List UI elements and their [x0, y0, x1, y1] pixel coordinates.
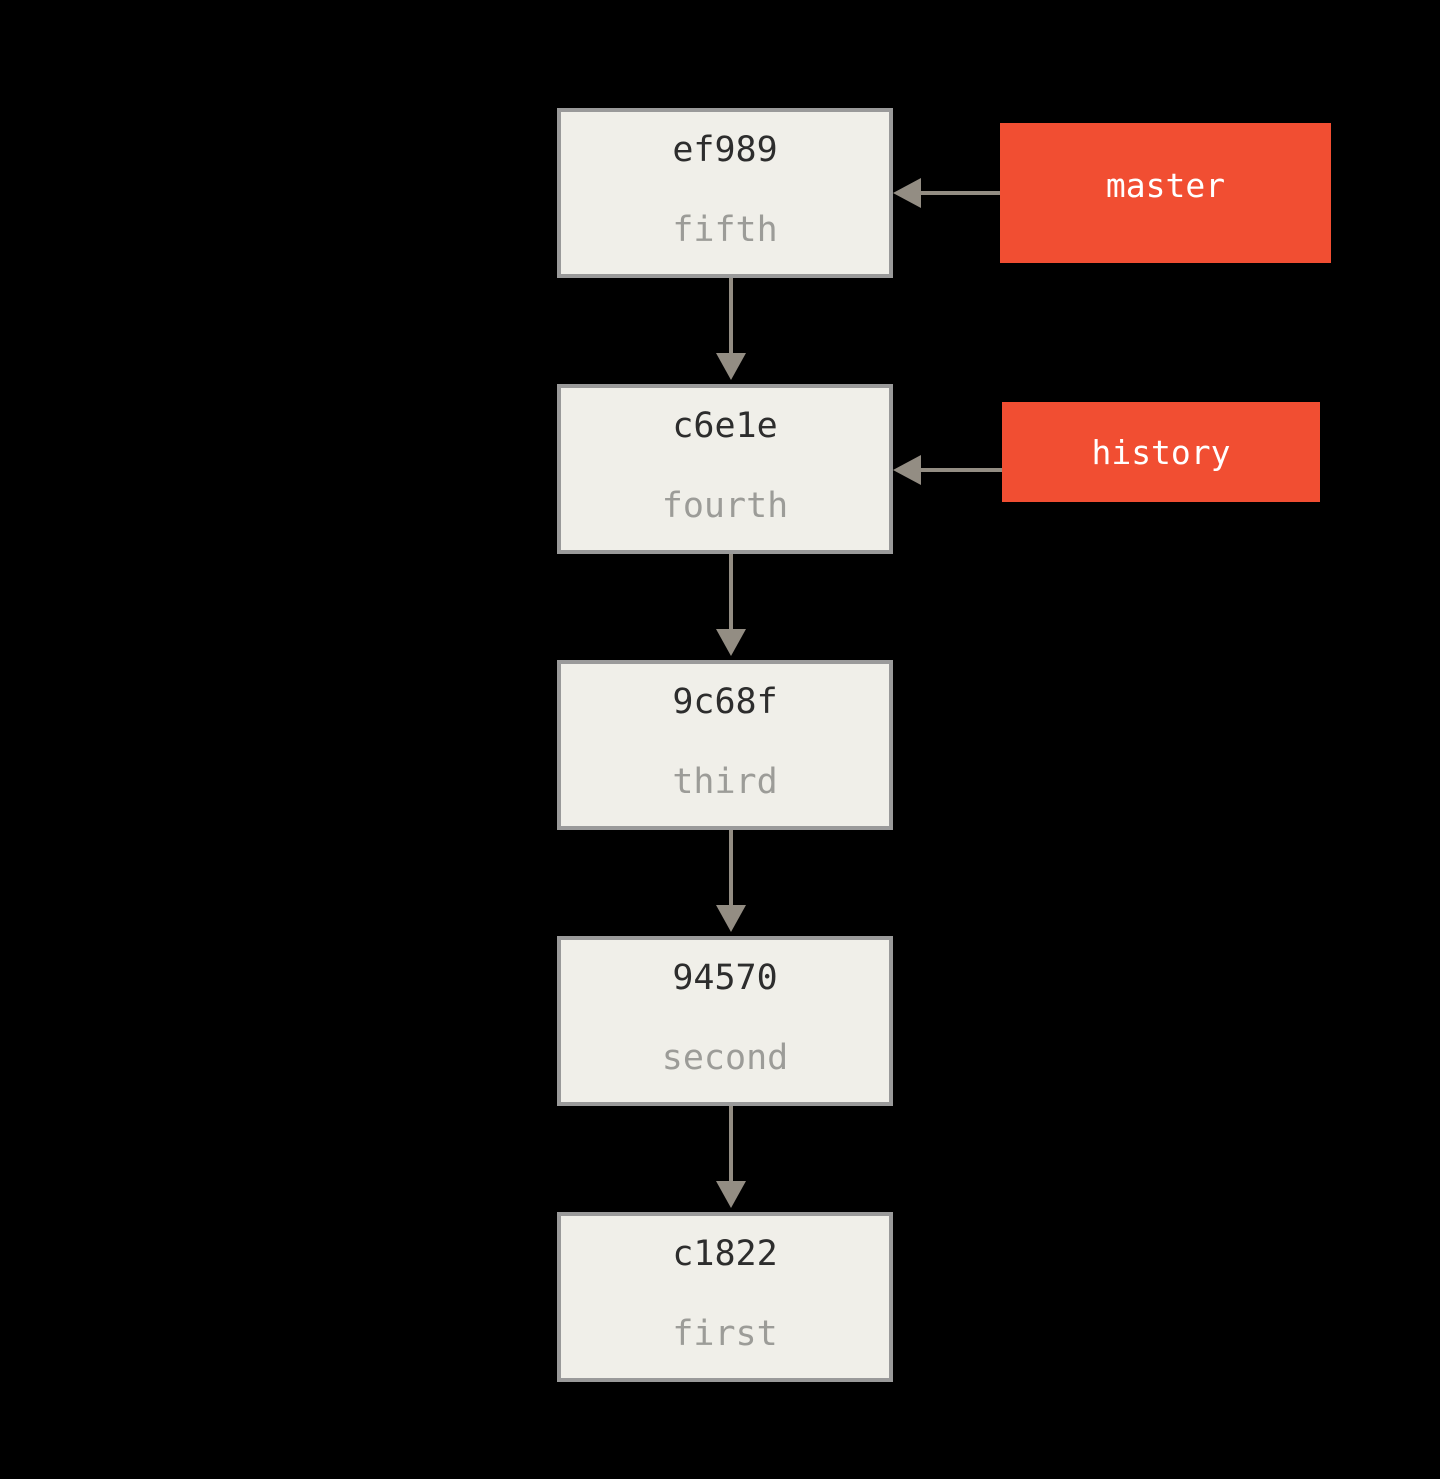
down-arrow-line: [729, 554, 733, 632]
commit-node-c6e1e: c6e1e fourth: [557, 384, 893, 554]
down-arrow-4: [716, 1106, 746, 1212]
commit-node-94570: 94570 second: [557, 936, 893, 1106]
down-arrowhead-icon: [716, 1181, 746, 1208]
commit-message: fifth: [672, 210, 778, 250]
commit-message: second: [661, 1038, 789, 1078]
down-arrowhead-icon: [716, 629, 746, 656]
history-arrow-line: [921, 468, 1003, 472]
commit-node-ef989: ef989 fifth: [557, 108, 893, 278]
down-arrowhead-icon: [716, 353, 746, 380]
commit-hash: c6e1e: [672, 406, 778, 446]
branch-label-master: master: [1000, 123, 1331, 263]
down-arrow-line: [729, 1106, 733, 1184]
commit-message: third: [672, 762, 778, 802]
commit-hash: 9c68f: [672, 682, 778, 722]
down-arrow-line: [729, 278, 733, 356]
commit-hash: c1822: [672, 1234, 778, 1274]
branch-name: history: [1091, 432, 1231, 472]
branch-name: master: [1105, 165, 1226, 205]
down-arrow-line: [729, 830, 733, 908]
commit-node-9c68f: 9c68f third: [557, 660, 893, 830]
commit-message: fourth: [661, 486, 789, 526]
commit-hash: ef989: [672, 130, 778, 170]
commit-message: first: [672, 1314, 778, 1354]
branch-label-history: history: [1002, 402, 1320, 502]
history-arrowhead-icon: [893, 455, 921, 485]
commit-node-c1822: c1822 first: [557, 1212, 893, 1382]
commit-hash: 94570: [672, 958, 778, 998]
down-arrow-1: [716, 278, 746, 384]
down-arrow-3: [716, 830, 746, 936]
master-arrowhead-icon: [893, 178, 921, 208]
down-arrowhead-icon: [716, 905, 746, 932]
down-arrow-2: [716, 554, 746, 660]
master-arrow-line: [921, 191, 1000, 195]
